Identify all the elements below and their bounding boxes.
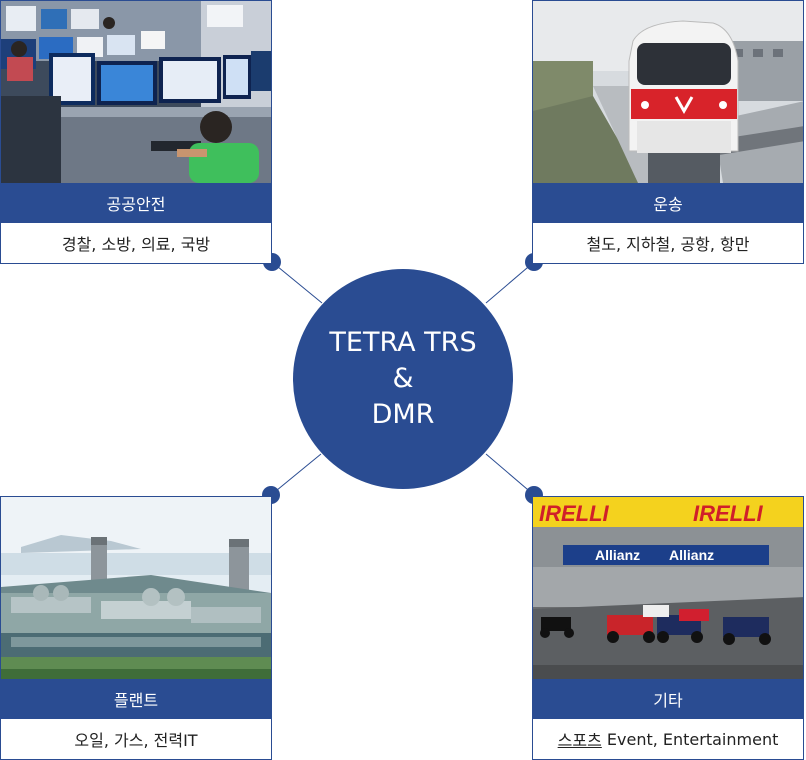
transport-photo xyxy=(533,1,803,183)
other-description-rest: Event, Entertainment xyxy=(601,729,779,749)
card-public-safety[interactable]: 공공안전 경찰, 소방, 의료, 국방 xyxy=(0,0,272,264)
card-plant[interactable]: 플랜트 오일, 가스, 전력IT xyxy=(0,496,272,760)
other-title: 기타 xyxy=(533,679,803,719)
transport-description: 철도, 지하철, 공항, 항만 xyxy=(586,235,750,254)
plant-photo xyxy=(1,497,271,679)
center-line-2: & xyxy=(392,363,414,394)
pirelli-banner-right: IRELLI xyxy=(693,501,764,526)
other-description: 스포츠 Event, Entertainment xyxy=(533,719,803,759)
connector-line-top-right xyxy=(485,261,535,304)
connector-line-bottom-left xyxy=(270,453,322,496)
pirelli-banner-left: IRELLI xyxy=(539,501,610,526)
transport-title: 운송 xyxy=(533,183,803,223)
center-circle: TETRA TRS & DMR xyxy=(293,269,513,489)
plant-description: 오일, 가스, 전력IT xyxy=(74,731,198,750)
card-transport[interactable]: 운송 철도, 지하철, 공항, 항만 xyxy=(532,0,804,264)
center-line-3: DMR xyxy=(371,399,435,430)
other-photo: IRELLI IRELLI Allianz Allianz 150 xyxy=(533,497,803,679)
allianz-banner-2: Allianz xyxy=(669,547,714,563)
public-safety-description: 경찰, 소방, 의료, 국방 xyxy=(61,235,211,254)
connector-line-bottom-right xyxy=(485,453,535,496)
card-other[interactable]: IRELLI IRELLI Allianz Allianz 150 xyxy=(532,496,804,760)
connector-line-top-left xyxy=(271,261,323,304)
sports-link[interactable]: 스포츠 xyxy=(557,731,602,750)
public-safety-title: 공공안전 xyxy=(1,183,271,223)
public-safety-photo xyxy=(1,1,271,183)
plant-title: 플랜트 xyxy=(1,679,271,719)
allianz-banner-1: Allianz xyxy=(595,547,640,563)
center-line-1: TETRA TRS xyxy=(329,327,477,358)
